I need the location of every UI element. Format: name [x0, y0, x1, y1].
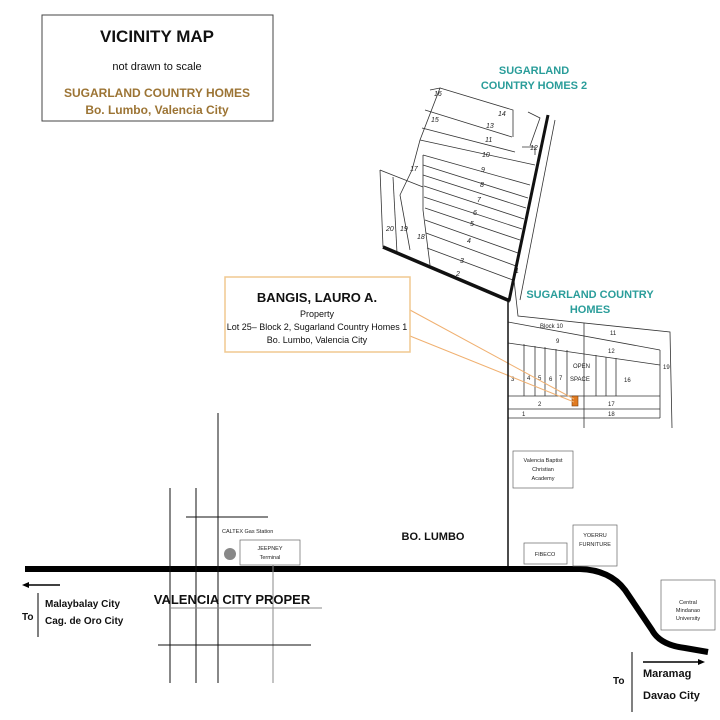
lot-label: 4 [527, 376, 531, 382]
lot-label: 14 [498, 111, 506, 118]
direction-left: To Malaybalay City Cag. de Oro City [22, 582, 124, 637]
main-highway [25, 566, 709, 655]
arrow-left-head-icon [22, 582, 29, 588]
sch-label-1: SUGARLAND COUNTRY [526, 289, 654, 301]
open-space-label: OPEN [573, 364, 590, 370]
sch-lot-lines [507, 279, 673, 429]
direction-right: To Maramag Davao City [613, 652, 705, 712]
baptist-label: Valencia Baptist [523, 458, 563, 464]
lot-label: 17 [608, 402, 615, 408]
lot-label: 7 [477, 197, 482, 204]
sch-subdivision: SUGARLAND COUNTRY HOMES Block 10 11 9 12 [507, 279, 673, 429]
property-callout: BANGIS, LAURO A. Property Lot 25– Block … [224, 276, 575, 403]
fibeco-box [523, 542, 568, 565]
lot-label: 11 [485, 137, 492, 144]
lot-label: 2 [538, 402, 542, 408]
landmarks: CALTEX Gas Station JEEPNEY Terminal Vale… [154, 450, 716, 631]
valencia-label: VALENCIA CITY PROPER [154, 592, 311, 607]
sch2-label-1: SUGARLAND [499, 65, 569, 77]
cmu-label: Mindanao [676, 608, 700, 614]
jeepney-label: Terminal [260, 555, 281, 561]
map-title: VICINITY MAP [100, 27, 214, 46]
location-name: Bo. Lumbo, Valencia City [85, 103, 229, 117]
subdivision-name: SUGARLAND COUNTRY HOMES [64, 86, 250, 100]
lot-label: 7 [559, 376, 563, 382]
sch2-label-2: COUNTRY HOMES 2 [481, 80, 587, 92]
furniture-label: YOERRU [583, 533, 607, 539]
lot-label: 12 [608, 349, 615, 355]
caltex-label: CALTEX Gas Station [222, 529, 273, 535]
cmu-label: University [676, 616, 700, 622]
furniture-box [572, 524, 618, 567]
baptist-academy-box [512, 450, 574, 489]
sch-label-2: HOMES [570, 304, 610, 316]
lot-label: 17 [410, 166, 419, 173]
caltex-marker [224, 548, 236, 560]
lot-label: 15 [431, 117, 439, 124]
lot-label: 6 [473, 210, 477, 217]
scale-note: not drawn to scale [112, 61, 201, 73]
baptist-label: Christian [532, 467, 554, 473]
sch2-subdivision: SUGARLAND COUNTRY HOMES 2 [379, 65, 587, 301]
lot-label: 20 [385, 226, 394, 233]
lot-label: 4 [467, 238, 471, 245]
to-label: To [22, 612, 33, 623]
fibeco-label: FIBECO [535, 552, 556, 558]
malaybalay-label: Malaybalay City [45, 599, 120, 610]
lot-label: 5 [538, 376, 542, 382]
lot-label: 2 [455, 271, 460, 278]
jeepney-terminal-box [239, 539, 301, 566]
lot-label: 18 [417, 234, 425, 241]
lot-label: 1 [522, 412, 526, 418]
cmu-label: Central [679, 600, 697, 606]
lot-description: Lot 25– Block 2, Sugarland Country Homes… [227, 322, 408, 332]
lot-label: 8 [480, 182, 484, 189]
lot-label: 19 [663, 365, 670, 371]
property-marker[interactable] [571, 395, 579, 407]
lot-label: 3 [460, 258, 464, 265]
arrow-right-head-icon [698, 659, 705, 665]
lot-label: 3 [511, 377, 515, 383]
cdo-label: Cag. de Oro City [45, 616, 124, 627]
lot-label: 1 [515, 268, 519, 275]
sch2-lot-lines [379, 87, 556, 301]
lot-label: 11 [610, 331, 617, 337]
sch-lot-labels: Block 10 11 9 12 19 3 4 5 6 7 OPEN SPACE… [511, 324, 670, 418]
title-box: VICINITY MAP not drawn to scale SUGARLAN… [41, 14, 274, 122]
lot-label: 12 [530, 145, 538, 152]
lot-label: 6 [549, 377, 553, 383]
baptist-label: Academy [532, 476, 555, 482]
property-address: Bo. Lumbo, Valencia City [267, 335, 368, 345]
lot-label: Block 10 [540, 324, 564, 330]
lot-label: 10 [482, 152, 490, 159]
jeepney-label: JEEPNEY [257, 546, 282, 552]
lot-label: 18 [608, 412, 615, 418]
cmu-box [660, 579, 716, 631]
property-type: Property [300, 309, 335, 319]
lot-label: 5 [470, 221, 474, 228]
bo-lumbo-label: BO. LUMBO [402, 531, 465, 543]
lot-label: 9 [556, 339, 560, 345]
roads [25, 114, 709, 683]
lot-label: 16 [624, 378, 631, 384]
lot-label: 19 [400, 226, 408, 233]
open-space-label: SPACE [570, 377, 590, 383]
owner-name: BANGIS, LAURO A. [257, 290, 377, 305]
furniture-label: FURNITURE [579, 542, 611, 548]
sch2-lot-labels: 1 2 3 4 5 6 7 8 9 10 11 12 13 14 15 16 1… [385, 91, 538, 278]
lot-label: 9 [481, 167, 485, 174]
lot-label: 13 [486, 123, 494, 130]
lot-label: 16 [434, 91, 442, 98]
to-label: To [613, 676, 624, 687]
maramag-label: Maramag [643, 668, 691, 680]
davao-label: Davao City [643, 690, 701, 702]
